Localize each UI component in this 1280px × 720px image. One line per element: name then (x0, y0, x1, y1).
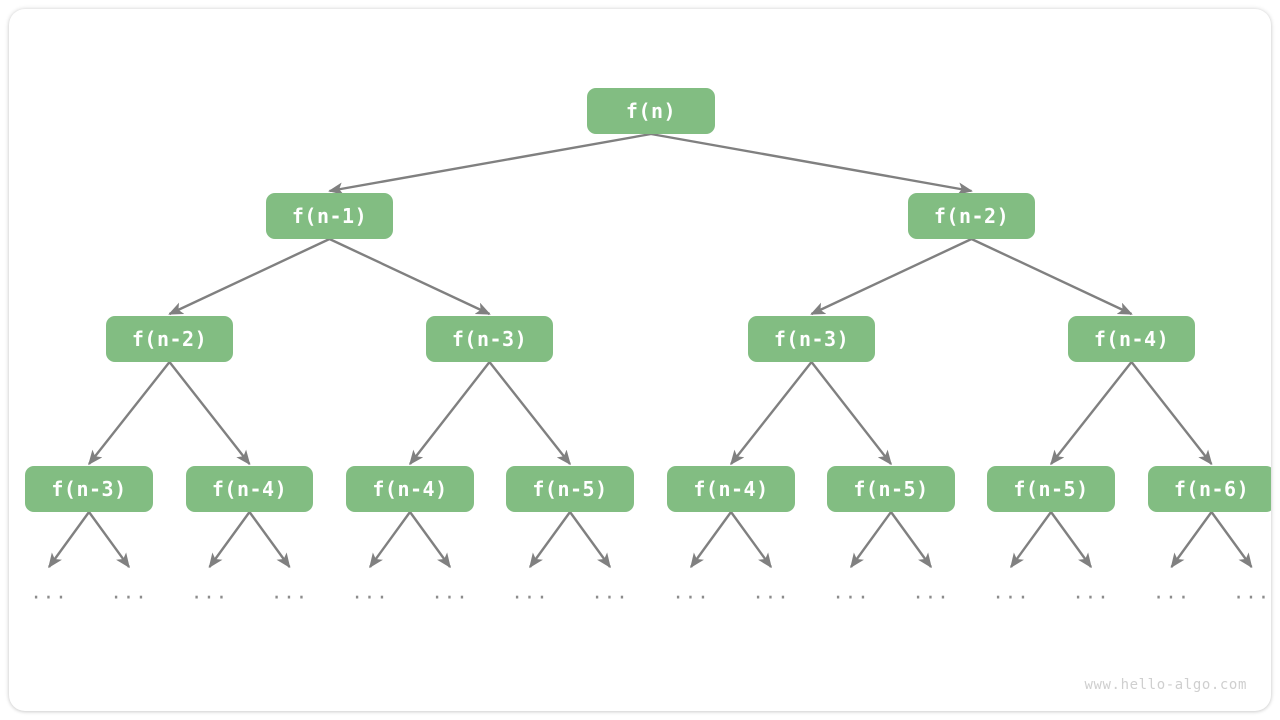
ellipsis-marker: ... (431, 581, 469, 604)
tree-edge (328, 237, 491, 316)
tree-node: f(n-5) (506, 466, 634, 512)
recursion-tree-canvas: f(n) f(n-1) f(n-2) f(n-2) f(n-3) f(n-3) f(n-4)… (9, 9, 1271, 711)
tree-node: f(n-4) (346, 466, 474, 512)
tree-node-label: f(n-4) (693, 477, 769, 501)
tree-node-label: f(n-5) (853, 477, 929, 501)
tree-node-label: f(n-3) (773, 327, 850, 351)
tree-edge-stub (890, 511, 932, 569)
tree-node-label: f(n-4) (372, 477, 448, 501)
tree-edge-stub (369, 511, 411, 569)
tree-node: f(n-3) (426, 316, 553, 362)
tree-edge (810, 361, 892, 466)
tree-node-label: f(n-2) (933, 204, 1010, 228)
tree-node-label: f(n-4) (211, 477, 288, 501)
tree-node-label: f(n-4) (1093, 327, 1170, 351)
tree-node: f(n-4) (1068, 316, 1195, 362)
ellipsis-marker: ... (351, 581, 389, 604)
watermark: www.hello-algo.com (1084, 677, 1247, 693)
tree-edge (88, 361, 171, 466)
tree-node: f(n-4) (186, 466, 313, 512)
diagram-card: f(n) f(n-1) f(n-2) f(n-2) f(n-3) f(n-3) f(n-4)… (9, 9, 1271, 711)
tree-edge-stub (1210, 511, 1253, 569)
tree-node: f(n-3) (748, 316, 875, 362)
tree-edge (409, 361, 491, 466)
ellipsis-marker: ... (752, 581, 790, 604)
ellipsis-marker: ... (992, 581, 1030, 604)
tree-edge-stub (730, 511, 772, 569)
tree-edge (1050, 361, 1133, 466)
ellipsis-marker: ... (1232, 581, 1271, 604)
tree-node-label: f(n-2) (131, 327, 208, 351)
tree-node-label: f(n-5) (532, 477, 608, 501)
tree-edge (328, 132, 652, 195)
tree-edge-stub (1010, 511, 1052, 569)
ellipsis-marker: ... (30, 581, 68, 604)
tree-edge-stub (48, 511, 90, 569)
tree-edge (168, 237, 331, 316)
tree-edge (488, 361, 571, 466)
ellipsis-marker: ... (1152, 581, 1191, 604)
tree-edge-stub (850, 511, 892, 569)
tree-node: f(n-5) (827, 466, 955, 512)
tree-node-label: f(n-3) (51, 477, 127, 501)
tree-edge-stub (690, 511, 732, 569)
tree-edge-stub (569, 511, 611, 569)
tree-node: f(n-3) (25, 466, 153, 512)
tree-edge-stub (529, 511, 571, 569)
tree-edge-stub (409, 511, 451, 569)
tree-node: f(n-2) (908, 193, 1035, 239)
tree-node-label: f(n-1) (291, 204, 368, 228)
ellipsis-marker: ... (110, 581, 148, 604)
ellipsis-marker: ... (672, 581, 710, 604)
tree-node: f(n-6) (1148, 466, 1271, 512)
ellipsis-marker: ... (912, 581, 950, 604)
tree-edge-stub (1050, 511, 1092, 569)
tree-node: f(n-1) (266, 193, 393, 239)
tree-edge (970, 237, 1133, 316)
tree-node-label: f(n-6) (1173, 477, 1250, 501)
tree-edge (1130, 361, 1213, 466)
tree-node: f(n-5) (987, 466, 1115, 512)
tree-edge (810, 237, 973, 316)
tree-edge (730, 361, 813, 466)
tree-edge (650, 132, 973, 195)
ellipsis-marker: ... (190, 581, 229, 604)
tree-node-label: f(n-5) (1013, 477, 1089, 501)
tree-node-label: f(n-3) (451, 327, 528, 351)
tree-edge-stub (88, 511, 130, 569)
tree-edge-stub (248, 511, 291, 569)
tree-node: f(n) (587, 88, 715, 134)
tree-node: f(n-4) (667, 466, 795, 512)
ellipsis-marker: ... (270, 581, 309, 604)
ellipsis-marker: ... (511, 581, 549, 604)
ellipsis-marker: ... (591, 581, 629, 604)
ellipsis-marker: ... (1072, 581, 1110, 604)
tree-node-label: f(n) (625, 99, 677, 123)
ellipsis-marker: ... (832, 581, 870, 604)
tree-edge-stub (1170, 511, 1213, 569)
tree-edge-stub (208, 511, 251, 569)
tree-node: f(n-2) (106, 316, 233, 362)
tree-edge (168, 361, 251, 466)
